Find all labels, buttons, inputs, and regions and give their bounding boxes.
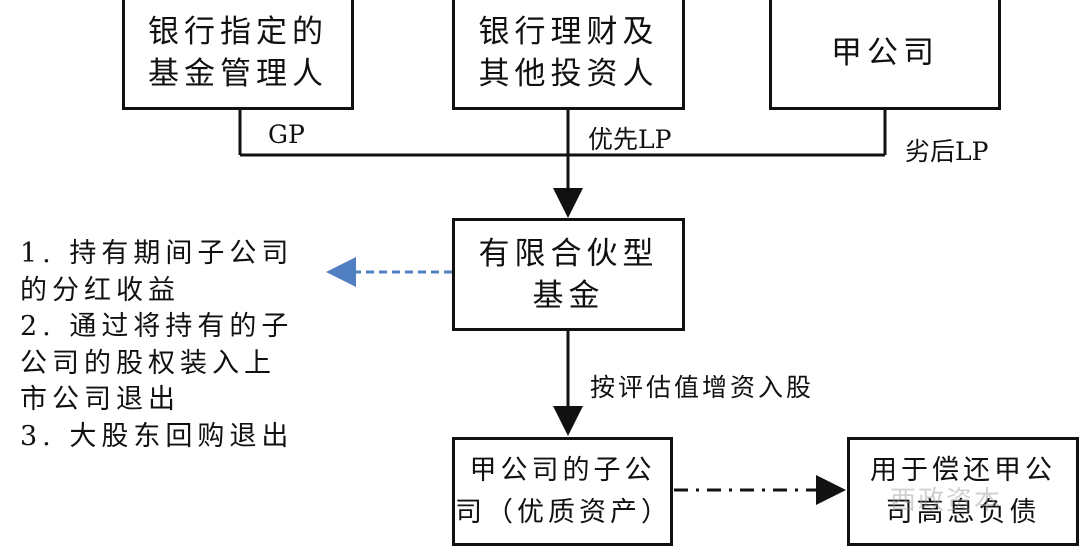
box-text: 甲公司 (831, 35, 939, 71)
note-line: 公司的股权装入上 (20, 347, 276, 379)
box-lp-fund: 有限合伙型基金 (452, 218, 685, 331)
box-text: 甲公司的子公 (469, 454, 656, 486)
label-gp: GP (268, 120, 305, 149)
label-capital-increase: 按评估值增资入股 (590, 373, 815, 402)
box-text: 银行指定的 (148, 14, 328, 50)
box-text: 其他投资人 (478, 56, 659, 92)
investor-bus-lines (238, 108, 887, 157)
label-junior-lp: 劣后LP (905, 137, 989, 166)
note-line: 的分红收益 (20, 274, 180, 306)
box-gp-manager: 银行指定的基金管理人 (122, 0, 354, 110)
box-repay-debt: 用于偿还甲公司高息负债 (847, 437, 1079, 546)
box-text: 司高息负债 (885, 496, 1041, 528)
note-line: 1. 持有期间子公司 (20, 238, 294, 269)
exit-notes: 1. 持有期间子公司 的分红收益 2. 通过将持有的子 公司的股权装入上 市公司… (20, 236, 293, 455)
box-text: 司（优质资产） (455, 496, 672, 528)
watermark: 西政资本 (890, 486, 1003, 516)
box-company-a: 甲公司 (769, 0, 1001, 110)
box-text: 基金 (532, 277, 605, 314)
note-line: 2. 通过将持有的子 (20, 311, 294, 342)
note-line: 3. 大股东回购退出 (20, 420, 294, 452)
box-text: 基金管理人 (148, 56, 328, 92)
label-senior-lp: 优先LP (588, 125, 672, 154)
note-line: 市公司退出 (20, 384, 180, 415)
box-bank-investors: 银行理财及其他投资人 (452, 0, 685, 110)
box-text: 用于偿还甲公 (870, 454, 1056, 486)
box-text: 银行理财及 (478, 14, 659, 50)
box-subsidiary: 甲公司的子公司（优质资产） (452, 437, 673, 546)
box-text: 有限合伙型 (478, 235, 659, 272)
